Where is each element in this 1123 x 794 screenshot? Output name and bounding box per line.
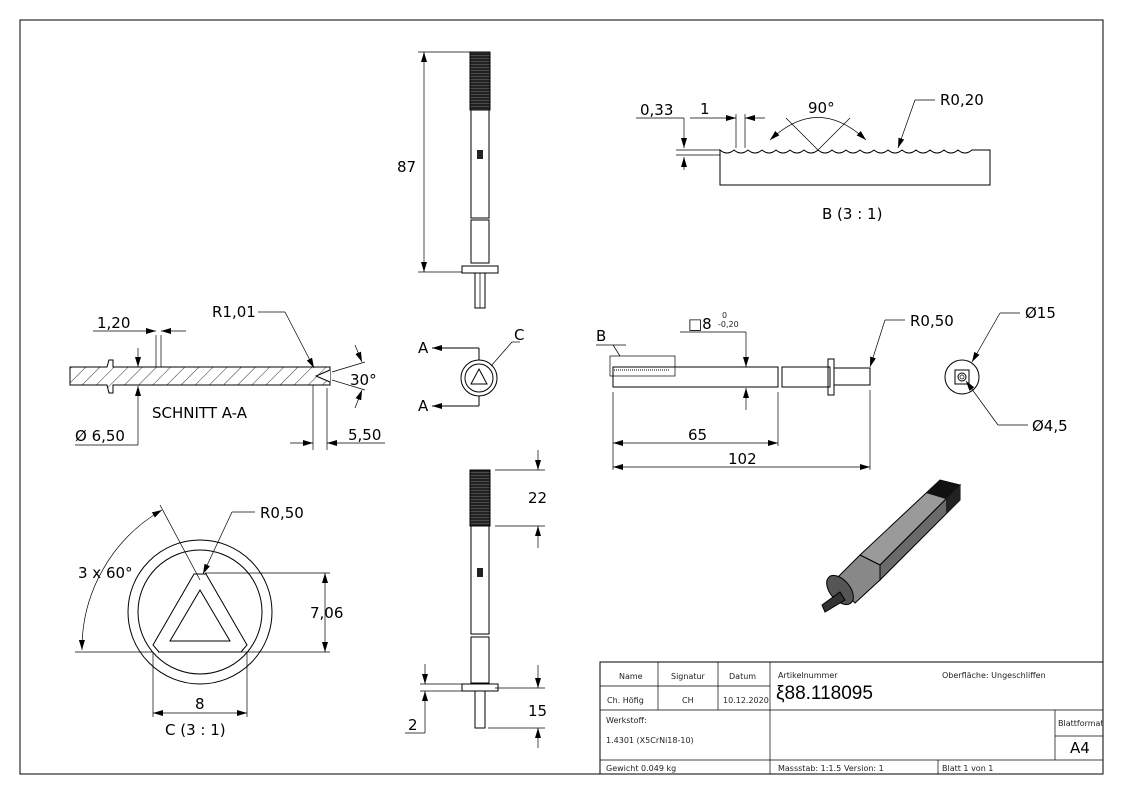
date: 10.12.2020 bbox=[723, 696, 769, 705]
end-view: A A C bbox=[418, 326, 524, 415]
signature: CH bbox=[682, 696, 694, 705]
dim-0-33: 0,33 bbox=[640, 101, 673, 119]
sheet-number: Blatt 1 von 1 bbox=[942, 764, 993, 773]
material: 1.4301 (X5CrNi18-10) bbox=[606, 736, 694, 745]
article-number-label: Artikelnummer bbox=[778, 671, 838, 680]
sheet-format: A4 bbox=[1070, 739, 1090, 757]
dim-22: 22 bbox=[528, 489, 547, 507]
dim-1-20: 1,20 bbox=[97, 314, 130, 332]
sheet-format-label: Blattformat bbox=[1058, 719, 1104, 728]
scale: Massstab: 1:1.5 bbox=[778, 764, 841, 773]
detail-c-caption: C (3 : 1) bbox=[165, 721, 226, 739]
dim-2: 2 bbox=[408, 716, 418, 734]
dim-diameter-6-50: Ø 6,50 bbox=[75, 427, 125, 445]
logo-mark-icon bbox=[477, 568, 483, 577]
dim-5-50: 5,50 bbox=[348, 426, 381, 444]
dim-square-8: □8 bbox=[688, 315, 712, 333]
section-caption: SCHNITT A-A bbox=[152, 404, 248, 422]
isometric-view bbox=[821, 479, 961, 613]
sheet-border bbox=[19, 19, 1104, 775]
weight: Gewicht 0.049 kg bbox=[606, 764, 676, 773]
radius-r0-50: R0,50 bbox=[910, 312, 954, 330]
title-block: Name Signatur Datum Ch. Höfig CH 10.12.2… bbox=[599, 661, 1104, 775]
round-view: Ø15 Ø4,5 bbox=[944, 304, 1068, 435]
detail-label-b: B bbox=[596, 327, 606, 345]
dim-15: 15 bbox=[528, 702, 547, 720]
angle-30deg: 30° bbox=[350, 371, 377, 389]
dim-87: 87 bbox=[397, 158, 416, 176]
drafter-name: Ch. Höfig bbox=[607, 696, 644, 705]
front-view-top: 87 bbox=[397, 51, 499, 309]
detail-b: 0,33 1 90° R0,20 B (3 : 1) bbox=[636, 91, 991, 223]
dim-8: 8 bbox=[195, 695, 205, 713]
material-label: Werkstoff: bbox=[606, 716, 647, 725]
dim-90deg: 90° bbox=[808, 99, 835, 117]
header-name: Name bbox=[619, 672, 643, 681]
surface-finish: Oberfläche: Ungeschliffen bbox=[942, 671, 1046, 680]
article-number: ξ88.118095 bbox=[776, 683, 873, 704]
detail-label-c: C bbox=[514, 326, 524, 344]
detail-b-caption: B (3 : 1) bbox=[822, 205, 882, 223]
header-signatur: Signatur bbox=[671, 672, 706, 681]
section-label-a-top: A bbox=[418, 339, 429, 357]
header-datum: Datum bbox=[729, 672, 756, 681]
dim-65: 65 bbox=[688, 426, 707, 444]
tolerance-lower: -0,20 bbox=[718, 320, 739, 329]
detail-c: 7,06 8 C (3 : 1) R0,50 3 x 60° bbox=[75, 504, 343, 739]
section-a-a: 1,20 Ø 6,50 SCHNITT A-A R1,01 30° 5,50 bbox=[69, 303, 385, 450]
angle-3x60deg: 3 x 60° bbox=[78, 564, 133, 582]
dim-102: 102 bbox=[728, 450, 757, 468]
side-view: B □8 0 -0,20 65 102 R0,50 bbox=[596, 311, 954, 470]
dim-diameter-4-5: Ø4,5 bbox=[1032, 417, 1068, 435]
dim-7-06: 7,06 bbox=[310, 604, 343, 622]
version: Version: 1 bbox=[844, 764, 884, 773]
radius-r1-01: R1,01 bbox=[212, 303, 256, 321]
logo-mark-icon bbox=[477, 150, 483, 159]
front-view-bottom: 22 15 2 bbox=[405, 450, 547, 748]
dim-diameter-15: Ø15 bbox=[1025, 304, 1056, 322]
radius-r0-50-c: R0,50 bbox=[260, 504, 304, 522]
tolerance-upper: 0 bbox=[722, 311, 727, 320]
section-label-a-bottom: A bbox=[418, 397, 429, 415]
dim-1: 1 bbox=[700, 100, 710, 118]
radius-r0-20: R0,20 bbox=[940, 91, 984, 109]
